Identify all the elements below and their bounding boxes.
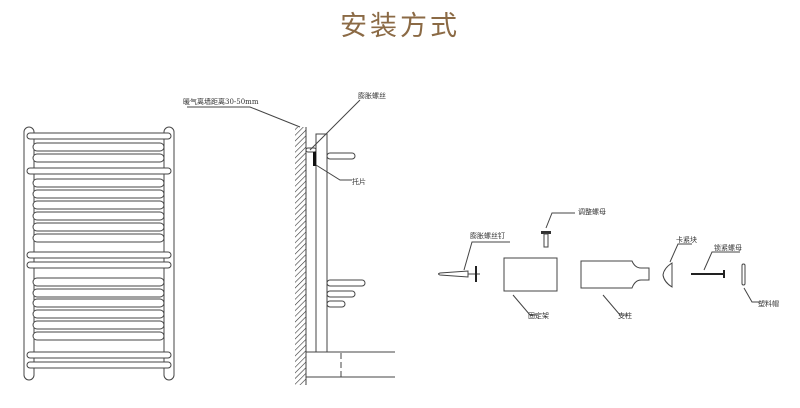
crossbar xyxy=(26,251,172,259)
leader-line xyxy=(512,294,538,316)
parts-exploded-view: 膨胀螺丝钉 调整螺母 固定架 支柱 卡紧块 锁紧螺母 塑料帽 xyxy=(438,207,779,320)
leader-line xyxy=(309,99,361,151)
leader-line xyxy=(743,287,760,303)
clamp-block-label: 卡紧块 xyxy=(676,235,697,244)
heating-tube xyxy=(32,211,165,221)
side-tube xyxy=(326,152,356,160)
lock-nut-label: 锁紧螺母 xyxy=(714,243,742,252)
bracket-label: 托片 xyxy=(352,177,366,186)
side-tube xyxy=(326,290,356,298)
crossbar xyxy=(26,261,172,269)
crossbar xyxy=(26,361,172,369)
heating-tube xyxy=(32,288,165,298)
heating-tube xyxy=(32,320,165,330)
heating-tube xyxy=(32,222,165,232)
crossbar xyxy=(26,167,172,175)
page-title: 安装方式 xyxy=(340,11,460,42)
pillar xyxy=(580,260,650,289)
heating-tube xyxy=(32,142,165,152)
clamp-block xyxy=(662,262,673,288)
adjust-nut-label: 调整螺母 xyxy=(578,207,606,216)
heating-tube xyxy=(32,233,165,243)
heating-tube xyxy=(32,277,165,287)
leader-line xyxy=(602,294,628,316)
plastic-cap xyxy=(741,263,746,286)
heating-tube xyxy=(32,189,165,199)
expansion-screw-label: 膨胀螺丝 xyxy=(358,91,386,100)
leader-line xyxy=(703,251,740,271)
radiator-front-view xyxy=(23,126,175,381)
side-tube xyxy=(326,279,366,287)
expansion-screw xyxy=(305,147,317,153)
leader-line xyxy=(463,241,510,271)
crossbar xyxy=(26,132,172,140)
pillar-label: 支柱 xyxy=(618,311,632,320)
heating-tube xyxy=(32,178,165,188)
fixing-frame xyxy=(503,257,558,292)
fixing-frame-label: 固定架 xyxy=(528,311,549,320)
side-post xyxy=(315,133,328,353)
expansion-bolt-label: 膨胀螺丝钉 xyxy=(470,231,505,240)
heating-tube xyxy=(32,153,165,163)
leader-line xyxy=(669,243,692,263)
heating-tube xyxy=(32,298,165,308)
adjust-nut xyxy=(541,231,551,248)
leader-line xyxy=(545,212,575,229)
leader-line xyxy=(187,106,301,128)
heating-tube xyxy=(32,200,165,210)
lock-nut xyxy=(691,270,725,278)
leader-line xyxy=(315,164,352,181)
wall-distance-label: 暖气离墙距离30-50mm xyxy=(183,97,259,106)
plastic-cap-label: 塑料帽 xyxy=(758,299,779,308)
side-tube xyxy=(326,300,346,308)
bracket-plate xyxy=(313,152,316,166)
expansion-bolt xyxy=(438,266,480,282)
heating-tube xyxy=(32,331,165,341)
radiator-side-view: 暖气离墙距离30-50mm 膨胀螺丝 托片 xyxy=(183,91,395,385)
crossbar xyxy=(26,351,172,359)
wall-hatch xyxy=(295,127,306,385)
heating-tube xyxy=(32,309,165,319)
